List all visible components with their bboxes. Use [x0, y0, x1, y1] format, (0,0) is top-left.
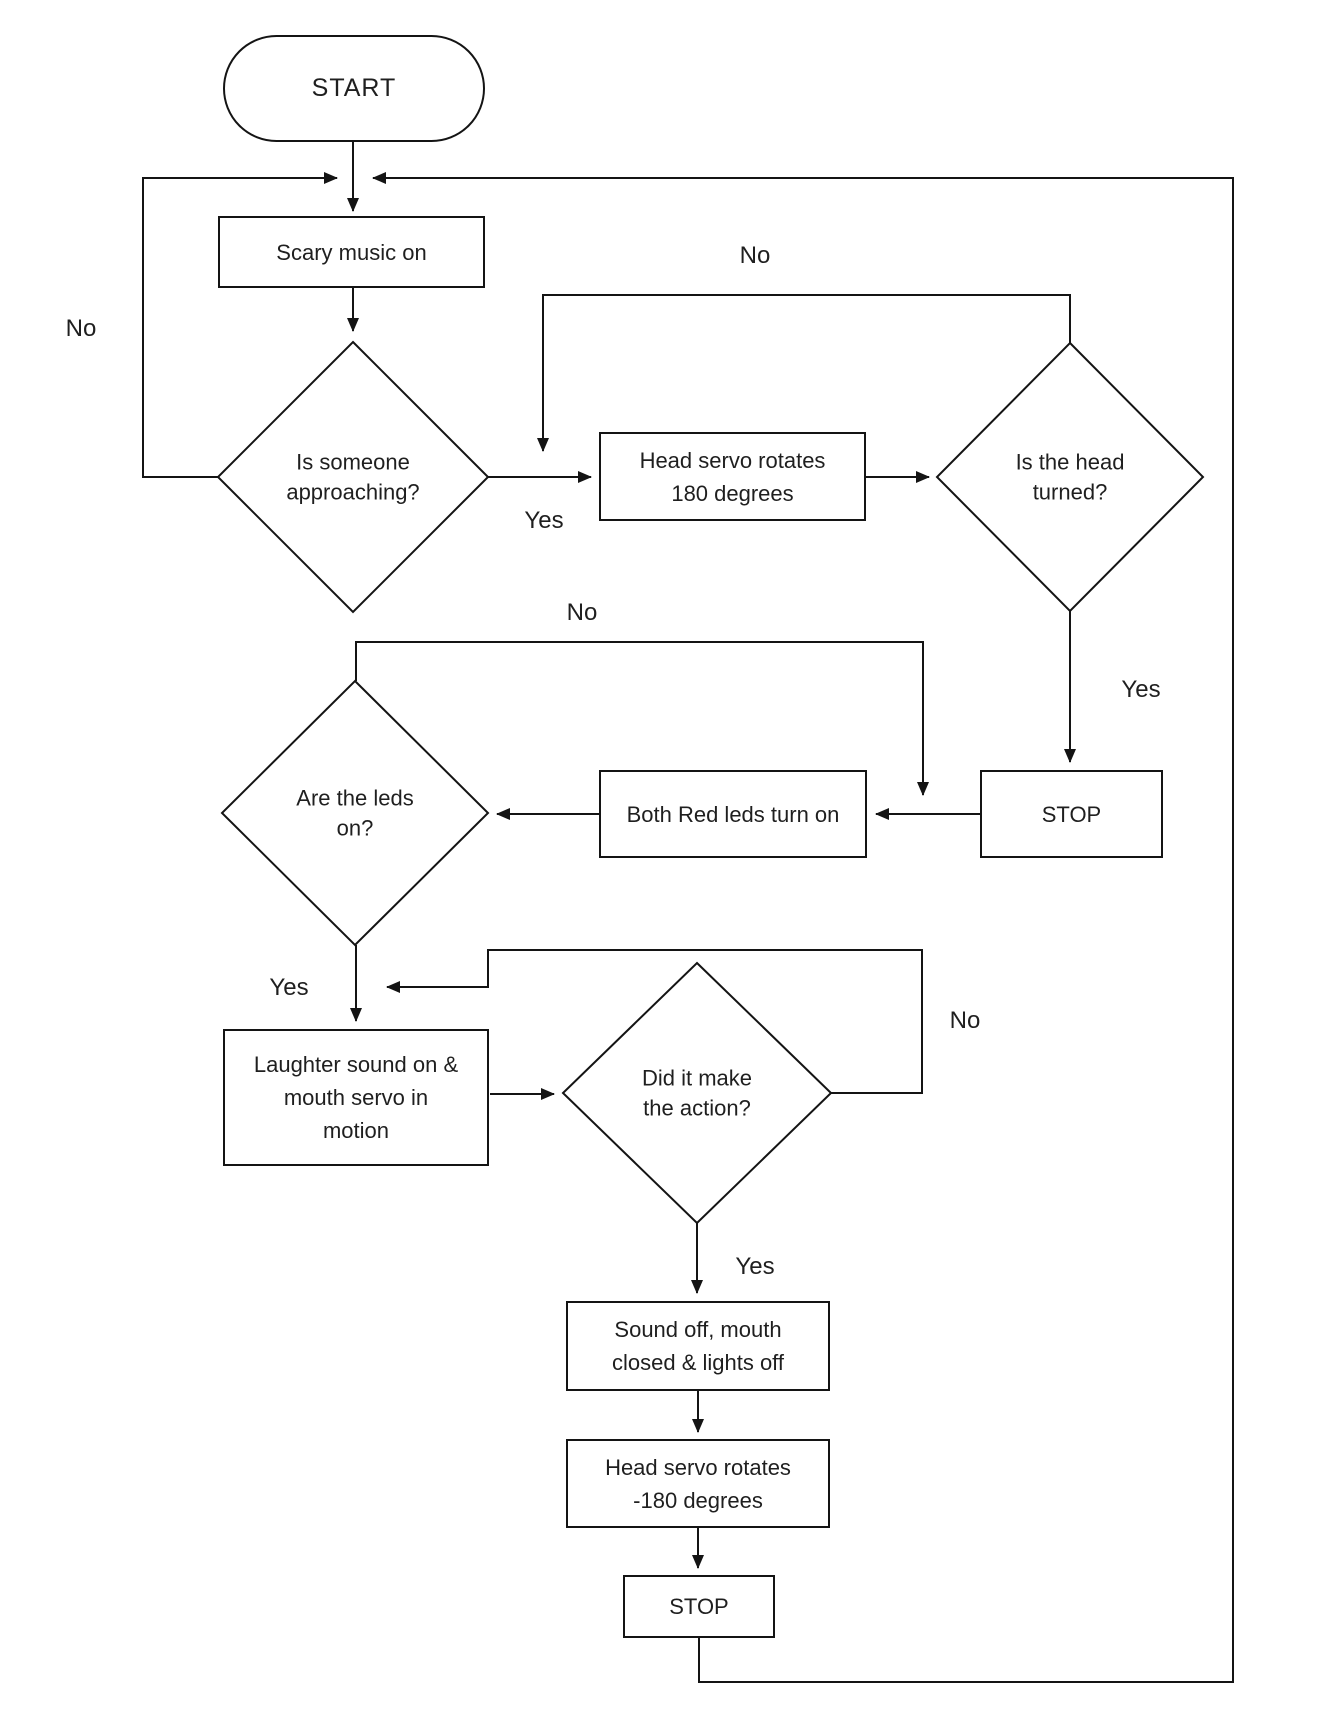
edge-action-no-loop: [386, 949, 923, 1094]
edge-label-leds-no: No: [566, 599, 598, 626]
node-both-red-leds-turn-on: Both Red leds turn on: [599, 770, 867, 858]
decision-is-someone-approaching-label: Is someone approaching?: [286, 449, 420, 504]
edge-label-action-no: No: [949, 1007, 981, 1034]
decision-is-head-turned-label: Is the head turned?: [1015, 449, 1125, 504]
decision-did-it-make-action-label: Did it make the action?: [641, 1065, 753, 1120]
node-stop-2: STOP: [623, 1575, 775, 1638]
edge-leds-no-loop: [355, 641, 929, 796]
node-laughter-sound-mouth-servo: Laughter sound on & mouth servo in motio…: [223, 1029, 489, 1166]
edge-approaching-no-loop: [142, 172, 338, 478]
edge-main-return-loop: [372, 172, 1234, 1683]
edge-label-action-yes: Yes: [735, 1253, 775, 1280]
edge-label-head-turned-no: No: [739, 242, 771, 269]
edge-label-approaching-no: No: [65, 315, 97, 342]
decision-are-leds-on-shape: [220, 679, 490, 947]
decision-is-someone-approaching-shape: [216, 340, 490, 614]
decision-is-head-turned-shape: [935, 341, 1205, 613]
decision-did-it-make-action-shape: [561, 961, 833, 1225]
node-sound-off-lights-off: Sound off, mouth closed & lights off: [566, 1301, 830, 1391]
edge-label-approaching-yes: Yes: [524, 507, 564, 534]
node-scary-music-on: Scary music on: [218, 216, 485, 288]
edge-label-leds-yes: Yes: [269, 974, 309, 1001]
node-start: START: [223, 35, 485, 142]
node-head-servo-rotates-minus-180: Head servo rotates -180 degrees: [566, 1439, 830, 1528]
decision-are-leds-on-label: Are the leds on?: [296, 785, 414, 840]
edge-head-turned-no-loop: [537, 294, 1071, 452]
node-head-servo-rotates-180: Head servo rotates 180 degrees: [599, 432, 866, 521]
edge-label-head-turned-yes: Yes: [1121, 676, 1161, 703]
node-stop-1: STOP: [980, 770, 1163, 858]
